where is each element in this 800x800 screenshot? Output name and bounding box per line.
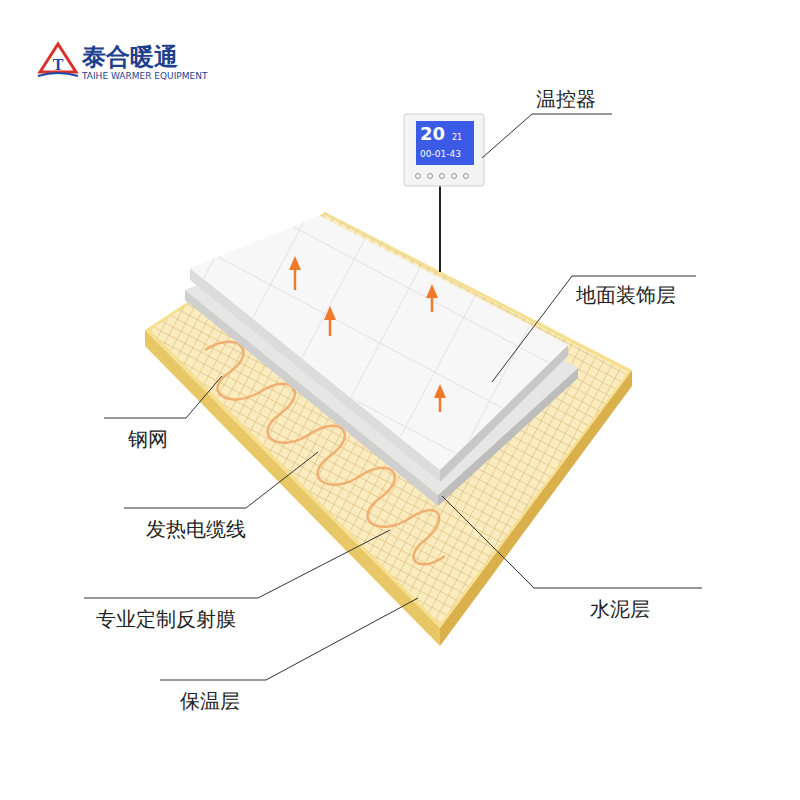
part-label: 温控器 (536, 88, 596, 110)
display-temperature: 20 (420, 124, 445, 144)
leader-lines (84, 114, 702, 680)
part-label: 地面装饰层 (576, 284, 676, 306)
part-label: 水泥层 (590, 598, 650, 620)
display-setpoint: 21 (452, 134, 462, 143)
svg-text:T: T (53, 56, 64, 73)
logo-name: 泰合暖通 (82, 44, 178, 70)
steel-mesh (100, 200, 660, 660)
part-label: 钢网 (128, 428, 168, 450)
part-label: 保温层 (180, 690, 240, 712)
display-clock: 00-01-43 (420, 150, 461, 160)
part-label: 发热电缆线 (146, 518, 246, 540)
thermostat (404, 114, 484, 272)
part-label: 专业定制反射膜 (96, 608, 236, 630)
heat-arrows (289, 256, 446, 412)
logo-icon: T (38, 44, 78, 76)
logo-subtitle: TAIHE WARMER EQUIPMENT (82, 72, 207, 82)
floor-tile-layer (150, 200, 600, 500)
